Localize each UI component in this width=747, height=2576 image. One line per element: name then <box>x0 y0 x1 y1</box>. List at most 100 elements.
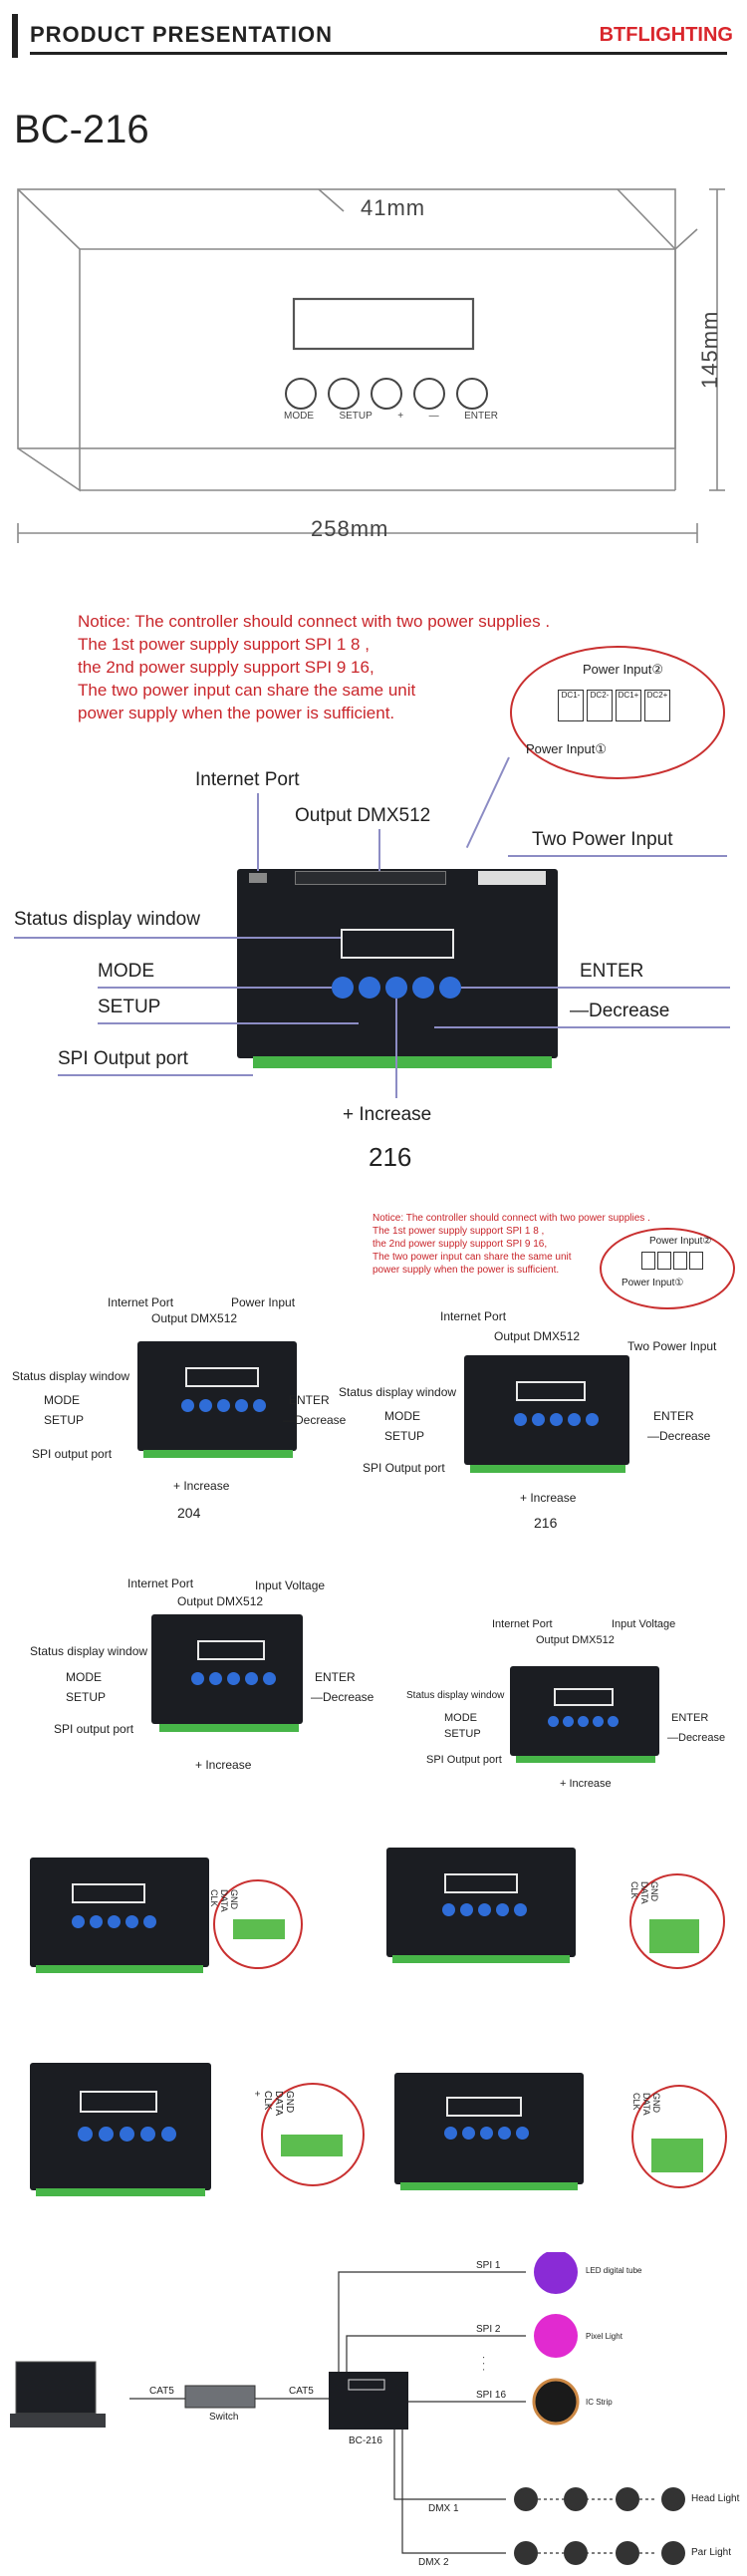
mode-button-204[interactable] <box>181 1399 194 1412</box>
setup-button-204[interactable] <box>199 1399 212 1412</box>
drawing-label-plus: + <box>397 411 404 422</box>
brand-name: BTFLIGHTING <box>599 24 733 46</box>
power-input-2-label-small: Power Input② <box>649 1236 712 1247</box>
photo-1-buttons <box>72 1915 156 1928</box>
pixel-light-image <box>534 2314 578 2358</box>
spi-terminals-v2-left <box>159 1724 299 1732</box>
p2r-spi: SPI Output port <box>426 1754 502 1766</box>
p1r-increase: + Increase <box>520 1491 577 1505</box>
head-light-2 <box>564 2487 588 2511</box>
pin-clk-2: CLK <box>629 1881 639 1899</box>
decrease-button-v2-left[interactable] <box>245 1672 258 1685</box>
decrease-button-v2-right[interactable] <box>593 1716 604 1727</box>
increase-button-v2-left[interactable] <box>227 1672 240 1685</box>
two-power-leader <box>508 855 727 857</box>
photo-2-connector <box>649 1919 699 1953</box>
increase-button-204[interactable] <box>217 1399 230 1412</box>
status-display-window <box>341 929 454 959</box>
p1l-status: Status display window <box>12 1369 130 1383</box>
height-dimension: 145mm <box>697 310 722 389</box>
laptop-base <box>10 2414 106 2428</box>
par-light-2 <box>564 2541 588 2565</box>
cat5-label-b: CAT5 <box>289 2386 314 2397</box>
pixel-light-label: Pixel Light <box>586 2332 622 2341</box>
pin-gnd-4: GND <box>651 2093 661 2113</box>
notice-line-3: the 2nd power supply support SPI 9 16, <box>78 658 374 677</box>
enter-button-v2-right[interactable] <box>608 1716 619 1727</box>
enter-button-216-small[interactable] <box>586 1413 599 1426</box>
mode-button[interactable] <box>332 977 354 999</box>
p2r-internet: Internet Port <box>492 1618 553 1630</box>
decrease-button[interactable] <box>412 977 434 999</box>
p2r-decrease: —Decrease <box>667 1732 726 1744</box>
p1r-mode: MODE <box>384 1409 420 1423</box>
setup-button-v2-right[interactable] <box>563 1716 574 1727</box>
setup-label: SETUP <box>98 997 161 1017</box>
status-display-v2-left <box>197 1640 265 1660</box>
setup-button[interactable] <box>359 977 380 999</box>
p1r-internet: Internet Port <box>440 1309 507 1323</box>
increase-button-v2-right[interactable] <box>578 1716 589 1727</box>
p2l-dmx: Output DMX512 <box>177 1594 264 1608</box>
dimension-drawing <box>17 188 725 543</box>
setup-button-216-small[interactable] <box>532 1413 545 1426</box>
status-display-v2-right <box>554 1688 614 1706</box>
enter-button-204[interactable] <box>253 1399 266 1412</box>
led-tube-image <box>534 2252 578 2294</box>
laptop-screen <box>15 2361 97 2415</box>
internet-port <box>249 873 267 883</box>
detail-pointer-line <box>465 756 510 849</box>
head-light-3 <box>616 2487 639 2511</box>
dmx1-label: DMX 1 <box>428 2503 459 2514</box>
mode-button-216-small[interactable] <box>514 1413 527 1426</box>
model-number-204: 204 <box>177 1505 201 1521</box>
pin-gnd-2: GND <box>649 1881 659 1901</box>
photo-3-terminals <box>36 2188 205 2196</box>
notice-small-line-4: The two power input can share the same u… <box>373 1252 572 1263</box>
controller-216-small <box>464 1355 629 1465</box>
pin-data-2: DATA <box>639 1881 649 1904</box>
notice-line-2: The 1st power supply support SPI 1 8 , <box>78 635 370 654</box>
enter-label: ENTER <box>580 961 644 982</box>
photo-3-pin-labels: GND DATA CLK + <box>251 2091 295 2116</box>
status-display-204 <box>185 1367 259 1387</box>
p1r-setup: SETUP <box>384 1429 425 1443</box>
notice-small-line-1: Notice: The controller should connect wi… <box>373 1213 650 1224</box>
dmx-output-port <box>295 871 446 885</box>
ic-strip-image <box>532 2378 580 2426</box>
enter-button-v2-left[interactable] <box>263 1672 276 1685</box>
increase-leader <box>395 999 397 1098</box>
spi2-label: SPI 2 <box>476 2324 501 2335</box>
p2l-power: Input Voltage <box>255 1578 326 1592</box>
setup-button-v2-left[interactable] <box>209 1672 222 1685</box>
network-switch <box>184 2385 256 2409</box>
photo-4-terminals <box>400 2182 578 2190</box>
enter-button[interactable] <box>439 977 461 999</box>
photo-4-connector <box>651 2139 703 2172</box>
width-dimension: 258mm <box>311 516 389 541</box>
pin-gnd-3: GND <box>284 2091 295 2114</box>
p1l-mode: MODE <box>44 1393 80 1407</box>
model-number-216-small: 216 <box>534 1515 558 1531</box>
increase-button[interactable] <box>385 977 407 999</box>
spi-output-label: SPI Output port <box>58 1048 188 1069</box>
p1l-decrease: —Decrease <box>283 1413 347 1427</box>
cat5-label-a: CAT5 <box>149 2386 174 2397</box>
photo-3-connector <box>281 2135 343 2156</box>
pin-data-4: DATA <box>641 2093 651 2116</box>
p1r-status: Status display window <box>339 1385 457 1399</box>
notice-line-5: power supply when the power is sufficien… <box>78 704 395 722</box>
decrease-button-204[interactable] <box>235 1399 248 1412</box>
head-light-4 <box>661 2487 685 2511</box>
increase-button-216-small[interactable] <box>550 1413 563 1426</box>
header-accent-bar <box>12 14 18 58</box>
mode-button-v2-right[interactable] <box>548 1716 559 1727</box>
spi-terminals-216-small <box>470 1465 625 1473</box>
decrease-button-216-small[interactable] <box>568 1413 581 1426</box>
mode-button-v2-left[interactable] <box>191 1672 204 1685</box>
increase-label: + Increase <box>343 1104 432 1125</box>
controller-v2-right <box>510 1666 659 1756</box>
buttons-204 <box>181 1399 266 1412</box>
spi1-label: SPI 1 <box>476 2260 501 2271</box>
buttons-v2-right <box>548 1716 619 1727</box>
